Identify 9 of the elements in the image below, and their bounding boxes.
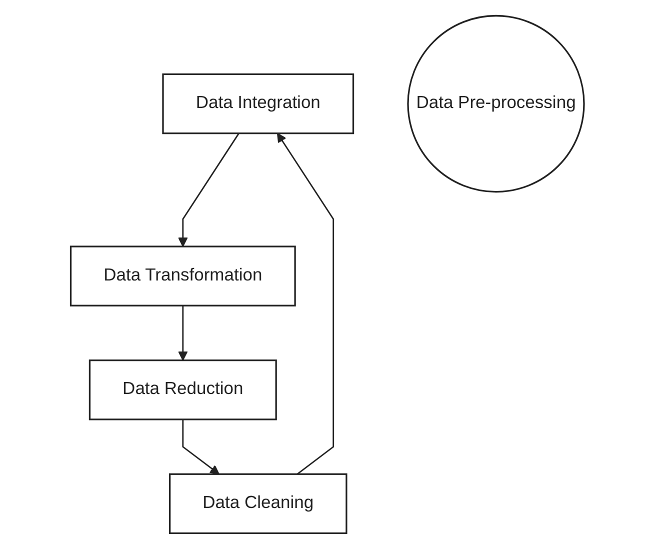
arrow <box>178 306 188 361</box>
arrow <box>276 132 334 475</box>
node-box: Data Transformation <box>70 246 296 306</box>
node-box: Data Integration <box>162 73 354 134</box>
node-box: Data Reduction <box>88 360 277 420</box>
node-circle: Data Pre-processing <box>406 14 584 193</box>
arrow <box>182 419 220 475</box>
node-box: Data Cleaning <box>168 473 347 534</box>
arrow <box>178 132 240 247</box>
